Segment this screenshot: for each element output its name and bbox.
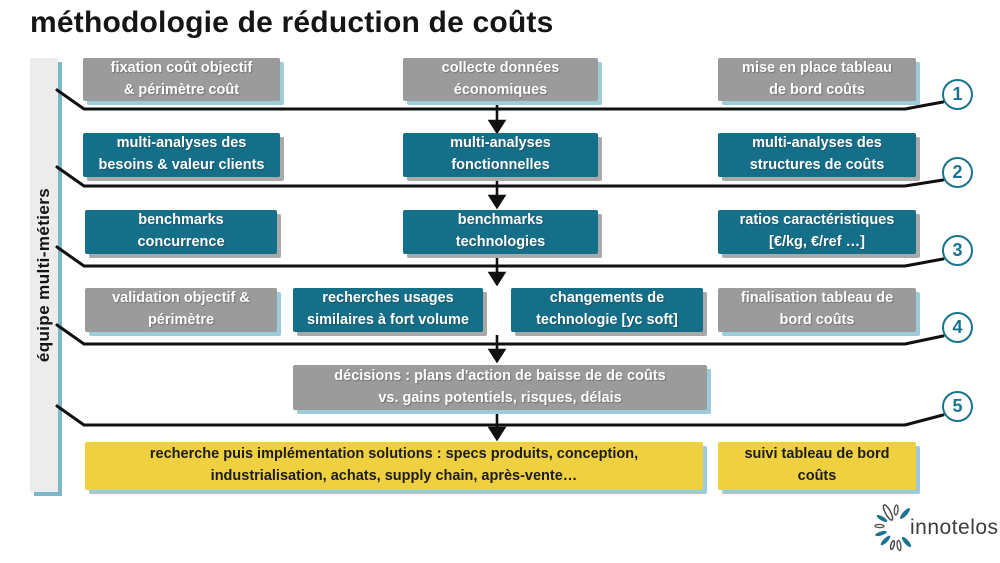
box-recherches-usages: recherches usages similaires à fort volu…: [293, 288, 483, 332]
brand-logo: innotelos: [868, 496, 1000, 558]
box-mise-en-place-tableau: mise en place tableau de bord coûts: [718, 58, 916, 101]
step-circle-1: 1: [942, 79, 973, 110]
step-circle-3: 3: [942, 235, 973, 266]
connector-step-3: [55, 245, 945, 268]
box-multi-analyses-structures: multi-analyses des structures de coûts: [718, 133, 916, 177]
box-benchmarks-technologies: benchmarks technologies: [403, 210, 598, 254]
box-multi-analyses-besoins: multi-analyses des besoins & valeur clie…: [83, 133, 280, 177]
box-multi-analyses-fonctionnelles: multi-analyses fonctionnelles: [403, 133, 598, 177]
logo-burst-icon: [874, 504, 912, 552]
box-collecte-donnees: collecte données économiques: [403, 58, 598, 101]
connector-step-5: [55, 404, 945, 427]
box-suivi-tableau-bord: suivi tableau de bord coûts: [718, 442, 916, 490]
page-title: méthodologie de réduction de coûts: [30, 6, 554, 39]
connector-step-1: [55, 88, 945, 111]
brand-name: innotelos: [910, 516, 999, 539]
connector-step-2: [55, 165, 945, 188]
step-circle-2: 2: [942, 157, 973, 188]
step-circle-5: 5: [942, 391, 973, 422]
flow-arrow-4: [487, 335, 507, 364]
flow-arrow-2: [487, 180, 507, 210]
box-recherche-implementation: recherche puis implémentation solutions …: [85, 442, 703, 490]
connector-step-4: [55, 323, 945, 346]
box-benchmarks-concurrence: benchmarks concurrence: [85, 210, 277, 254]
flow-arrow-3: [487, 257, 507, 287]
box-changements-technologie: changements de technologie [yc soft]: [511, 288, 703, 332]
team-bar: équipe multi-métiers: [30, 58, 58, 492]
box-validation-objectif: validation objectif & périmètre: [85, 288, 277, 332]
flow-arrow-1: [487, 104, 507, 135]
box-decisions-plans-action: décisions : plans d'action de baisse de …: [293, 365, 707, 410]
flow-arrow-5: [487, 413, 507, 442]
step-circle-4: 4: [942, 312, 973, 343]
box-fixation-cout-objectif: fixation coût objectif & périmètre coût: [83, 58, 280, 101]
box-finalisation-tableau: finalisation tableau de bord coûts: [718, 288, 916, 332]
box-ratios-caracteristiques: ratios caractéristiques [€/kg, €/ref …]: [718, 210, 916, 254]
